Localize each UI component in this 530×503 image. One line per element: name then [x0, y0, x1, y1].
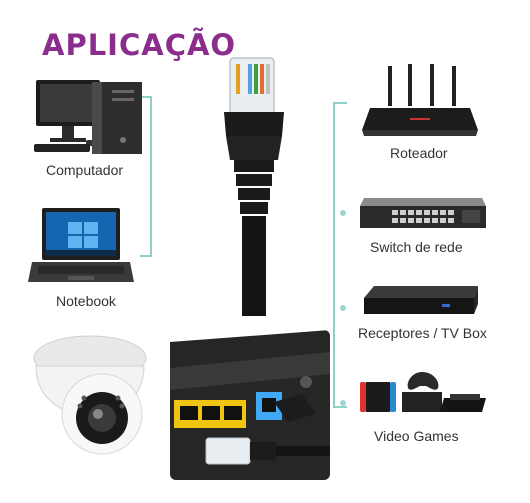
connector-dot-games: [340, 400, 346, 406]
dome-camera-icon: [18, 322, 168, 472]
right-connector-line: [333, 102, 335, 407]
games-label: Video Games: [374, 428, 459, 444]
connector-dot-tvbox: [340, 305, 346, 311]
connector-dot-switch: [340, 210, 346, 216]
page-title: APLICAÇÃO: [42, 28, 237, 62]
right-connector-bottom: [333, 406, 347, 408]
switch-label: Switch de rede: [370, 239, 463, 255]
desktop-computer-icon: [30, 78, 145, 156]
notebook-label: Notebook: [56, 293, 116, 309]
network-switch-icon: [358, 196, 488, 232]
router-icon: [360, 64, 480, 138]
router-label: Roteador: [390, 145, 448, 161]
left-connector-bottom: [140, 255, 152, 257]
tvbox-label: Receptores / TV Box: [358, 325, 487, 341]
right-connector-top: [333, 102, 347, 104]
tv-box-icon: [362, 284, 482, 318]
router-ports-closeup: [170, 330, 330, 480]
ethernet-cable-icon: [200, 56, 290, 318]
computer-label: Computador: [46, 162, 124, 178]
laptop-icon: [28, 206, 134, 286]
left-connector-top: [140, 96, 152, 98]
game-console-icon: [356, 368, 488, 418]
left-connector-line: [150, 96, 152, 256]
